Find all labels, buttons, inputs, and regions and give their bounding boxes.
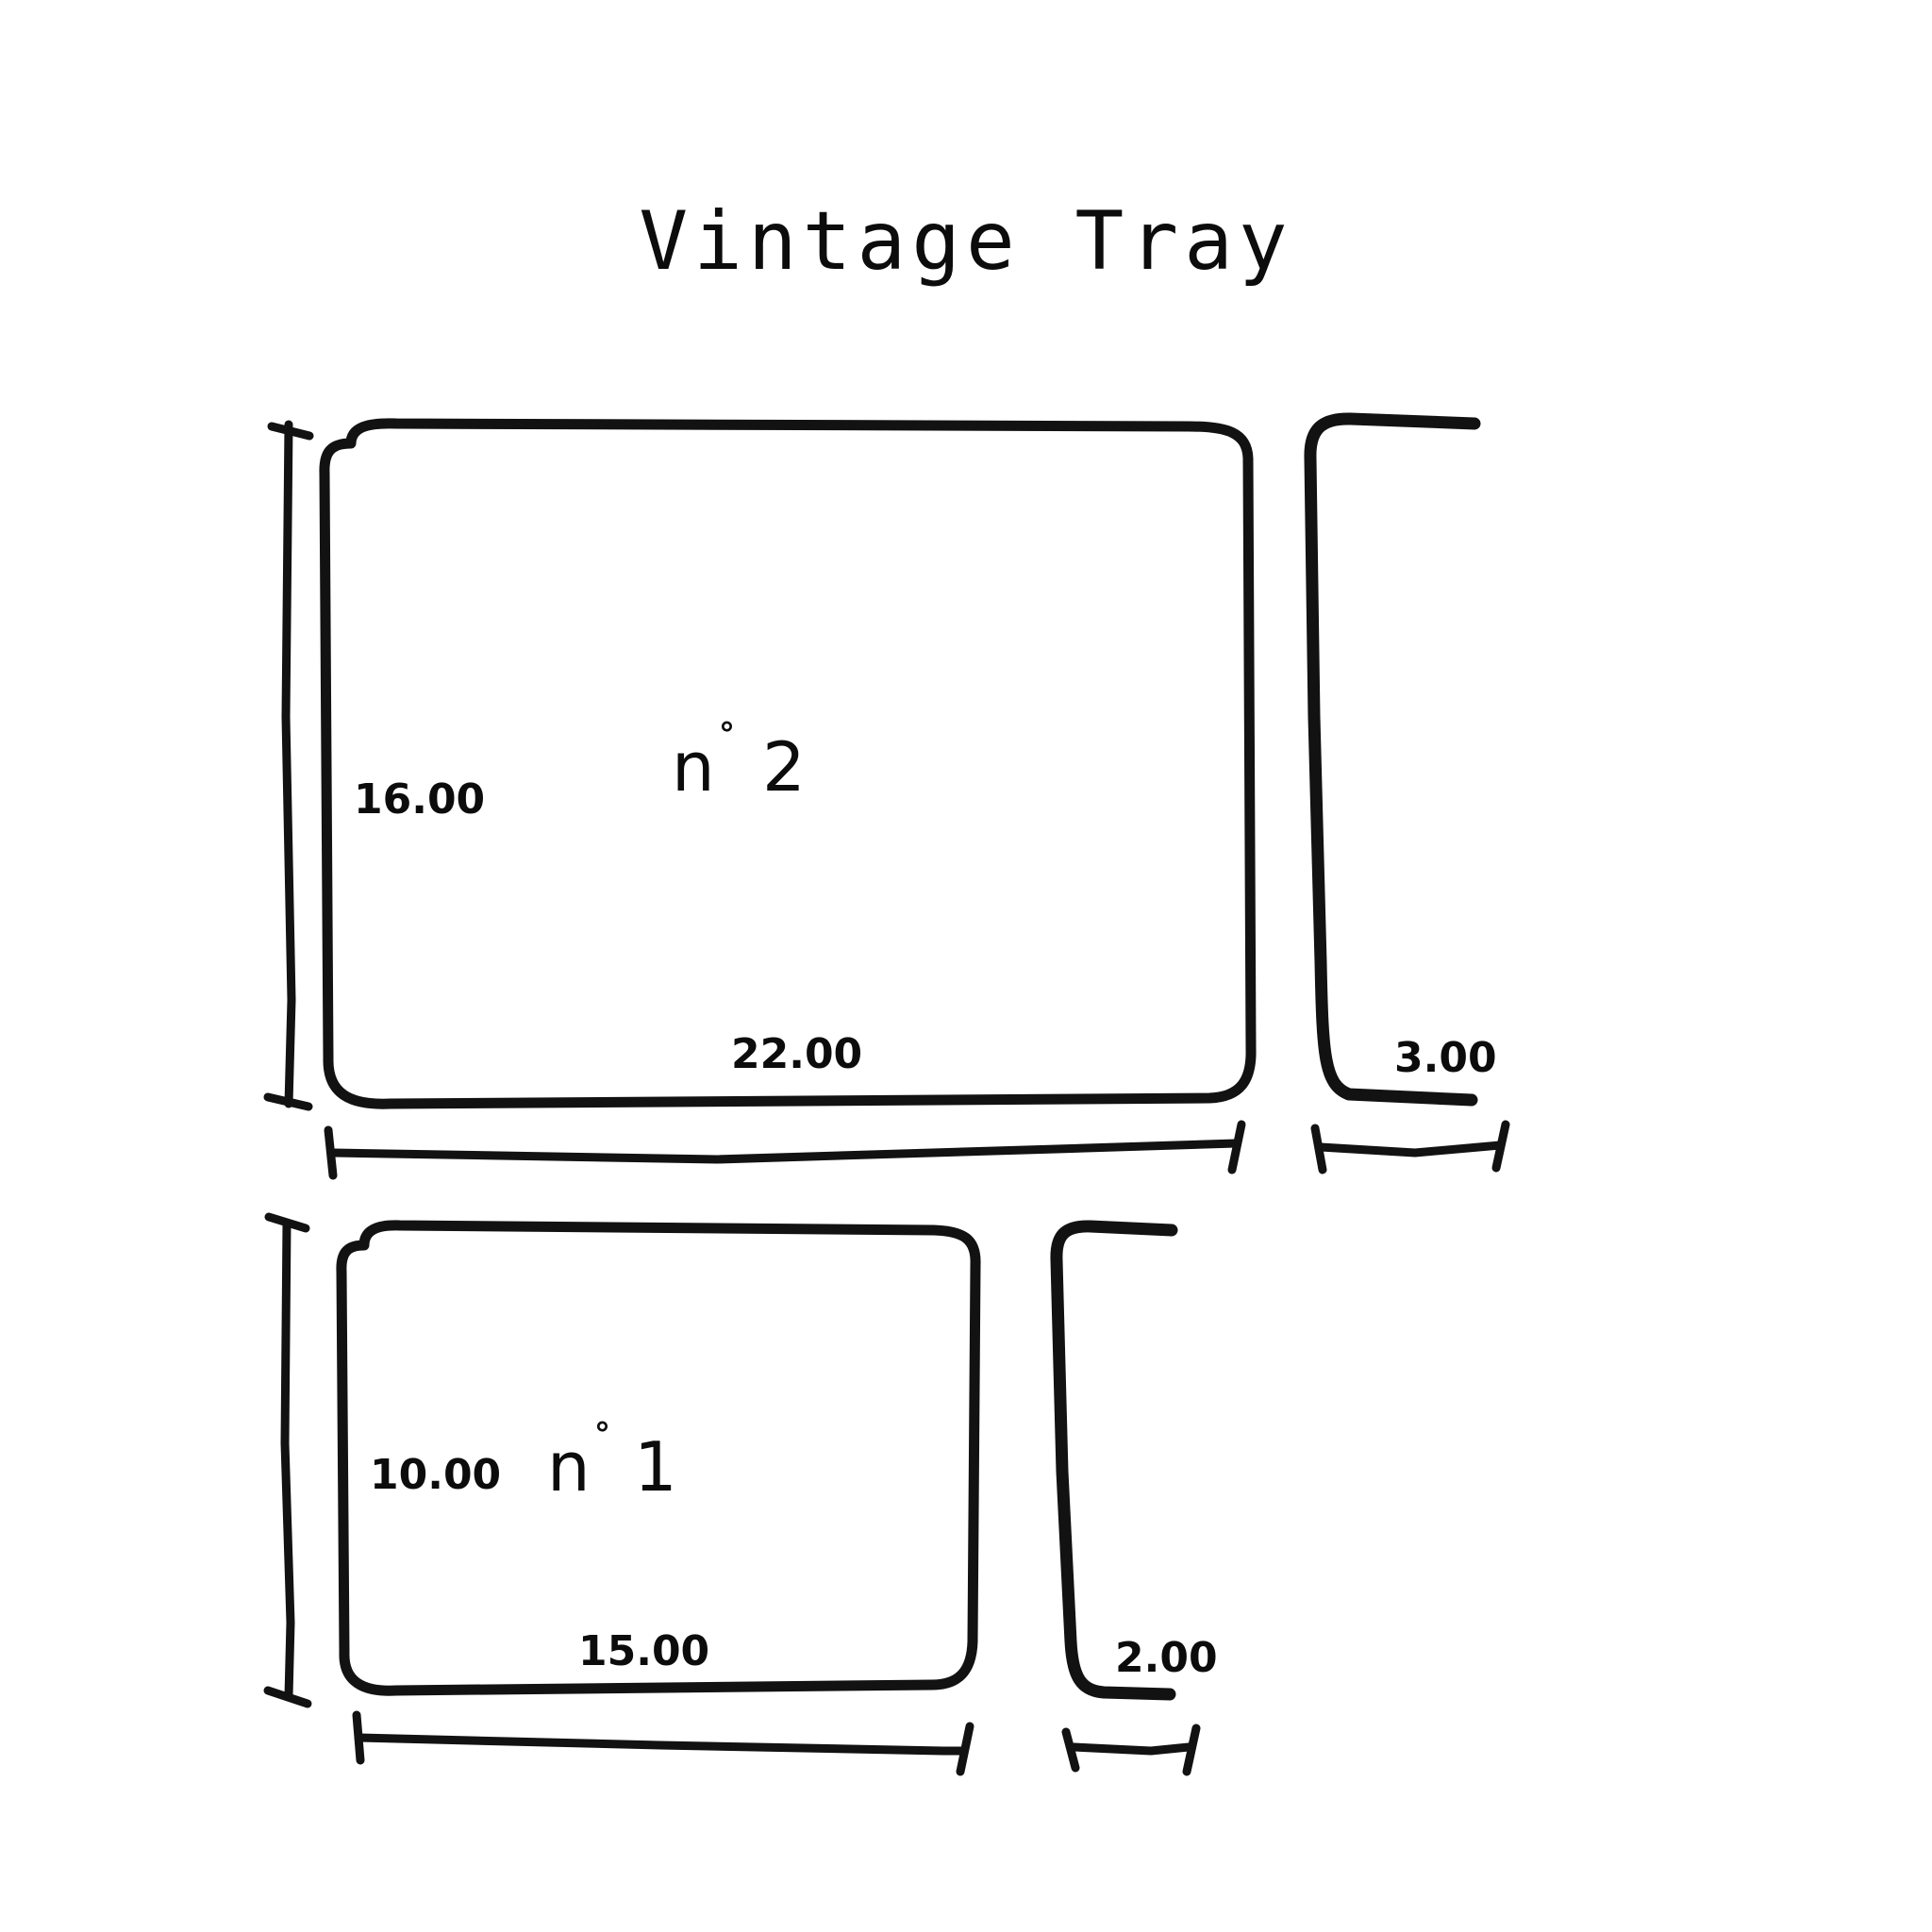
part-1-group: 10.00 15.00 n ° 1 — [263, 1212, 981, 1776]
part-2-name-number: 2 — [762, 727, 808, 807]
page-title: Vintage Tray — [639, 194, 1292, 289]
part-1-name-degree-symbol: ° — [594, 1416, 611, 1454]
part-2-thickness-dimension-line — [1316, 1141, 1505, 1158]
part-2-height-dimension-tick-top — [267, 422, 314, 441]
part-2-name-label: n ° 2 — [672, 716, 808, 807]
part-1-width-label: 15.00 — [578, 1627, 709, 1675]
part-1-width-dimension-tick-right — [956, 1722, 974, 1776]
part-2-profile-group: 3.00 — [1304, 412, 1510, 1174]
part-2-width-label: 22.00 — [731, 1030, 862, 1078]
part-1-name-letter: n — [547, 1427, 592, 1507]
part-2-thickness-dimension-tick-left — [1310, 1124, 1327, 1174]
part-2-rectangle-outline — [319, 418, 1257, 1109]
part-1-thickness-label: 2.00 — [1115, 1634, 1218, 1682]
part-1-name-number: 1 — [634, 1427, 679, 1507]
part-1-width-dimension-tick-left — [352, 1710, 365, 1765]
part-1-thickness-dimension-line — [1069, 1742, 1193, 1756]
part-2-thickness-label: 3.00 — [1394, 1034, 1497, 1082]
part-1-height-label: 10.00 — [370, 1451, 501, 1499]
part-2-width-dimension-tick-left — [324, 1125, 338, 1180]
part-1-profile-outline — [1050, 1220, 1178, 1701]
part-1-height-dimension-tick-top — [264, 1212, 310, 1233]
part-1-height-dimension-line — [280, 1218, 295, 1701]
part-1-height-dimension-tick-bottom — [263, 1686, 312, 1708]
part-1-rectangle-outline — [336, 1220, 981, 1696]
part-2-height-dimension-tick-bottom — [263, 1092, 313, 1111]
part-2-profile-outline — [1304, 412, 1481, 1107]
part-2-width-dimension-tick-right — [1227, 1120, 1246, 1174]
part-2-thickness-dimension-tick-right — [1491, 1120, 1510, 1173]
part-2-group: 16.00 22.00 n ° 2 — [263, 418, 1257, 1180]
part-2-height-label: 16.00 — [354, 775, 485, 824]
part-2-width-dimension-line — [329, 1139, 1241, 1164]
part-2-name-degree-symbol: ° — [719, 716, 736, 754]
part-1-thickness-dimension-tick-right — [1182, 1724, 1201, 1776]
part-1-width-dimension-line — [354, 1733, 969, 1756]
part-2-height-dimension-line — [281, 420, 296, 1108]
part-2-name-letter: n — [672, 727, 717, 807]
part-1-thickness-dimension-tick-left — [1061, 1727, 1080, 1773]
part-1-profile-group: 2.00 — [1050, 1220, 1218, 1776]
part-1-name-label: n ° 1 — [547, 1416, 679, 1507]
